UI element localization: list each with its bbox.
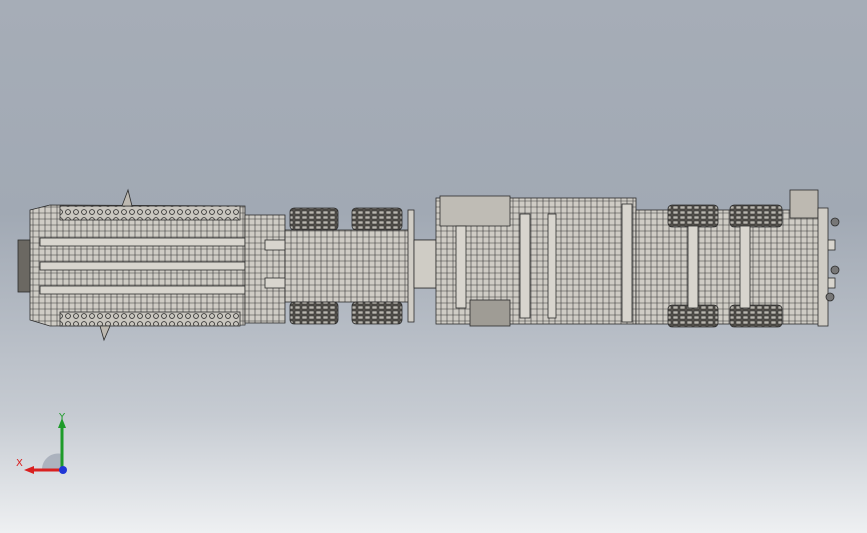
- x-axis-label: X: [16, 458, 23, 469]
- y-axis-label: Y: [59, 412, 66, 423]
- axis-triad: [24, 418, 67, 474]
